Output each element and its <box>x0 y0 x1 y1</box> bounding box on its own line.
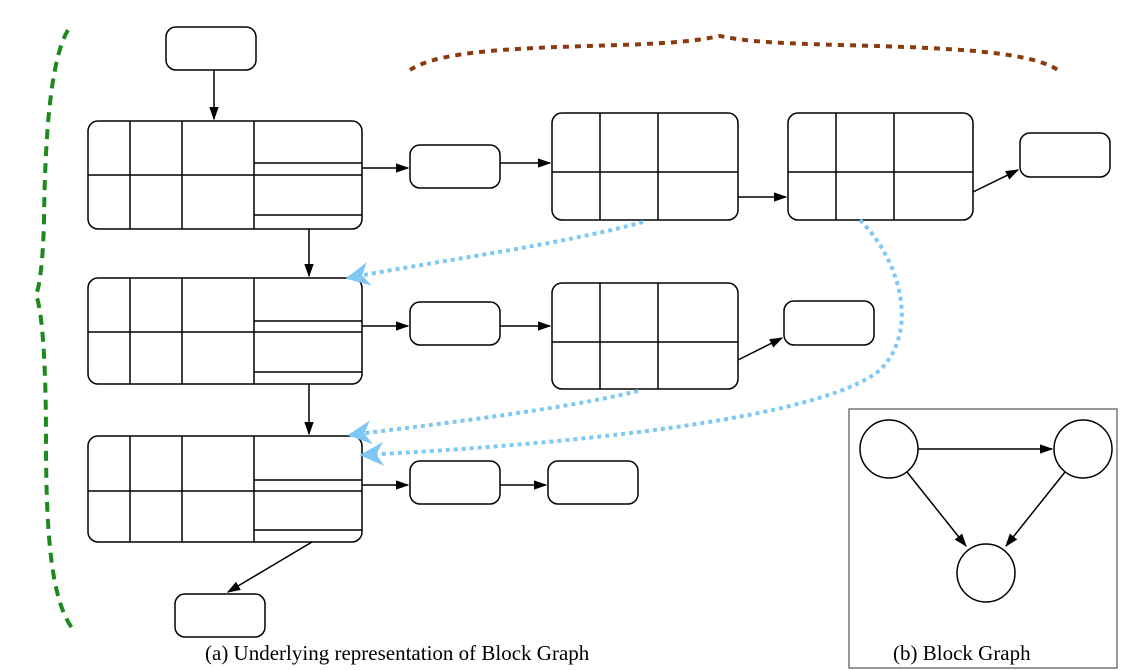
brown-brace <box>408 33 1060 72</box>
blue-link-row1b-to-grid3 <box>359 218 904 466</box>
row1-small-block-1 <box>409 144 501 189</box>
edge-row2-c <box>737 337 784 361</box>
edge-row1-d <box>972 169 1020 193</box>
grid-block-2 <box>87 277 363 385</box>
row2-small-block-1 <box>409 301 501 346</box>
row3-small-block-2 <box>547 460 639 505</box>
row2-grid-block <box>551 282 739 390</box>
node-left <box>859 419 919 479</box>
node-right <box>1053 419 1113 479</box>
row3-small-block-1 <box>409 460 501 505</box>
row1-small-block-2 <box>1019 132 1111 178</box>
caption-a: (a) Underlying representation of Block G… <box>205 641 590 665</box>
row1-grid-block-b <box>787 112 974 221</box>
blue-link-row1-to-grid2 <box>345 220 644 286</box>
edge-left-to-bottom <box>906 471 967 548</box>
edge-grid3-to-exit <box>226 541 313 593</box>
caption-b: (b) Block Graph <box>893 641 1031 665</box>
grid-block-3 <box>87 435 363 543</box>
blue-link-row2-to-grid3 <box>347 389 639 445</box>
row1-grid-block-a <box>551 112 739 221</box>
node-bottom <box>956 543 1016 603</box>
edge-right-to-bottom <box>1005 471 1066 548</box>
exit-block <box>174 593 266 638</box>
row2-small-block-2 <box>783 300 875 346</box>
grid-block-1 <box>87 120 363 230</box>
entry-block <box>165 26 257 71</box>
green-brace <box>33 28 74 630</box>
